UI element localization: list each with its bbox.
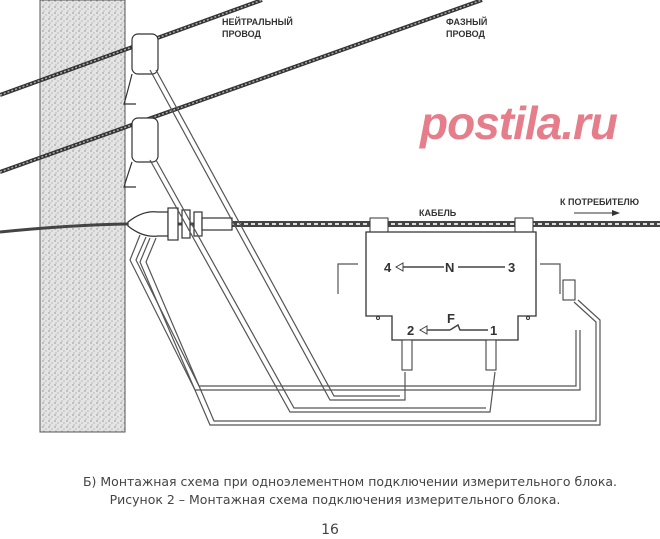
terminal-3-label: 3 bbox=[508, 260, 515, 275]
box-clamp-right bbox=[514, 217, 534, 233]
phase-wire-label-2: ПРОВОД bbox=[446, 29, 486, 39]
terminal-2-label: 2 bbox=[407, 323, 414, 338]
installation-diagram: 4 N 3 2 F 1 НЕЙТРАЛЬНЫЙ ПРОВОД ФАЗНЫЙ ПР… bbox=[0, 0, 660, 433]
caption-line-2: Рисунок 2 – Монтажная схема подключения … bbox=[109, 492, 561, 507]
phase-wire bbox=[0, 0, 483, 174]
neutral-wire-label-2: ПРОВОД bbox=[222, 29, 262, 39]
terminal-4-label: 4 bbox=[384, 260, 392, 275]
phase-mark: F bbox=[447, 311, 455, 326]
insulator-top bbox=[123, 33, 159, 105]
box-clamp-left bbox=[369, 217, 389, 233]
terminal-1-label: 1 bbox=[490, 323, 497, 338]
cable-label: КАБЕЛЬ bbox=[419, 208, 457, 218]
arrow-right-icon bbox=[574, 210, 620, 216]
neutral-wire bbox=[0, 0, 263, 97]
watermark: postila.ru bbox=[420, 97, 618, 149]
cable bbox=[0, 221, 660, 234]
pole bbox=[39, 0, 126, 433]
caption-line-1: Б) Монтажная схема при одноэлементном по… bbox=[82, 474, 618, 489]
neutral-mark: N bbox=[445, 260, 454, 275]
phase-wire-label-1: ФАЗНЫЙ bbox=[446, 16, 487, 27]
page-number: 16 bbox=[321, 522, 339, 538]
neutral-wire-label-1: НЕЙТРАЛЬНЫЙ bbox=[222, 16, 293, 27]
conductors bbox=[129, 69, 601, 426]
meter-box bbox=[365, 231, 537, 341]
insulator-bottom bbox=[123, 117, 159, 188]
to-consumer-label: К ПОТРЕБИТЕЛЮ bbox=[560, 197, 639, 207]
